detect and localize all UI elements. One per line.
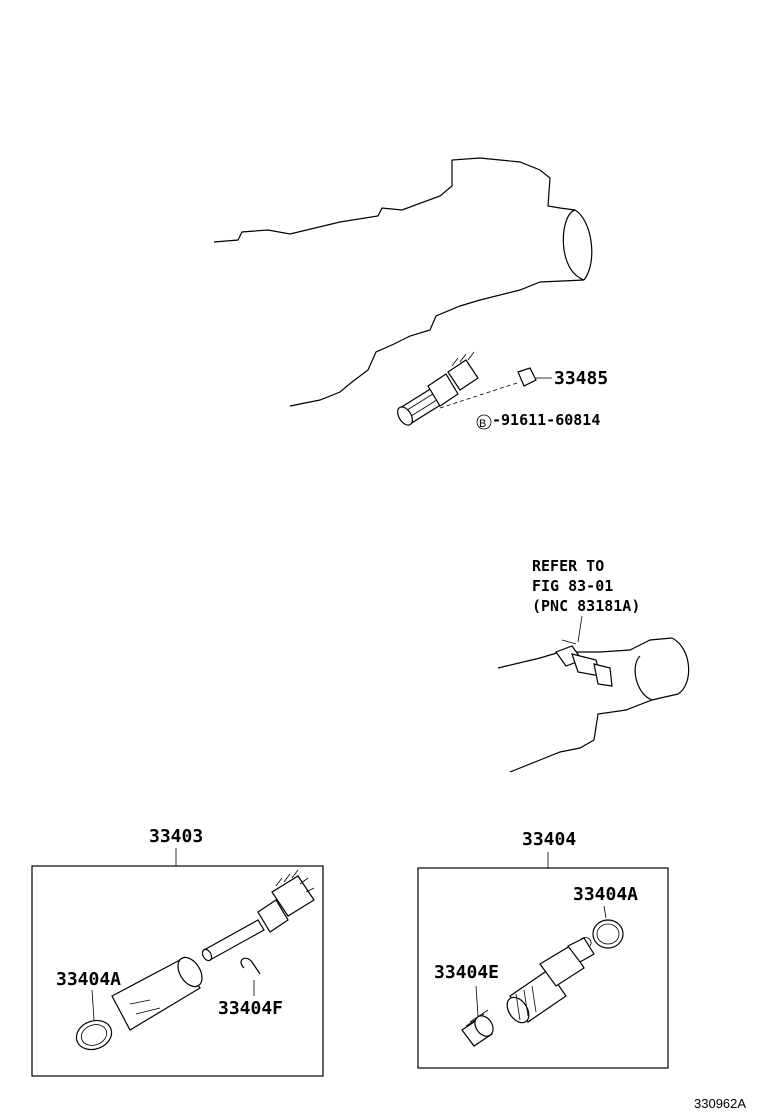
speed-sensor-middle bbox=[555, 639, 613, 687]
o-ring-right-inner bbox=[596, 923, 620, 945]
figure-id: 330962A bbox=[694, 1096, 746, 1111]
speedometer-sleeve-33485 bbox=[517, 367, 552, 387]
refer-note: REFER TO FIG 83-01 (PNC 83181A) bbox=[532, 557, 640, 643]
label-33404E: 33404E bbox=[434, 962, 499, 983]
kit-box-33404 bbox=[417, 867, 669, 1069]
bolt-symbol: B bbox=[479, 418, 486, 430]
kit-box-33403 bbox=[31, 865, 324, 1077]
o-ring-left-inner bbox=[80, 1024, 108, 1046]
seal-leader bbox=[475, 985, 479, 1017]
refer-line-2: FIG 83-01 bbox=[532, 577, 613, 595]
retaining-clip bbox=[240, 957, 261, 975]
refer-line-3: (PNC 83181A) bbox=[532, 597, 640, 615]
label-91611-60814: -91611-60814 bbox=[492, 411, 600, 429]
speedometer-driven-gear-upper bbox=[397, 351, 479, 426]
kit-title-33403: 33403 bbox=[149, 826, 203, 847]
transmission-housing-upper bbox=[213, 157, 593, 407]
ring-right-leader bbox=[603, 905, 607, 919]
label-33404F: 33404F bbox=[218, 998, 283, 1019]
speedometer-driven-gear-right bbox=[506, 937, 595, 1024]
kit-title-33404: 33404 bbox=[522, 829, 576, 850]
label-33485: 33485 bbox=[554, 368, 608, 389]
refer-line-1: REFER TO bbox=[532, 557, 604, 575]
o-ring-left bbox=[75, 1019, 113, 1051]
leader-dashed-upper bbox=[439, 381, 521, 409]
oil-seal bbox=[461, 1009, 494, 1047]
driven-gear-shaft bbox=[201, 869, 315, 962]
label-33404A-left: 33404A bbox=[56, 969, 121, 990]
o-ring-left-leader bbox=[91, 989, 95, 1021]
driven-gear-sleeve bbox=[111, 956, 203, 1031]
bolt-symbol-circle bbox=[476, 414, 492, 430]
transmission-housing-middle bbox=[497, 637, 690, 773]
label-33404A-right: 33404A bbox=[573, 884, 638, 905]
